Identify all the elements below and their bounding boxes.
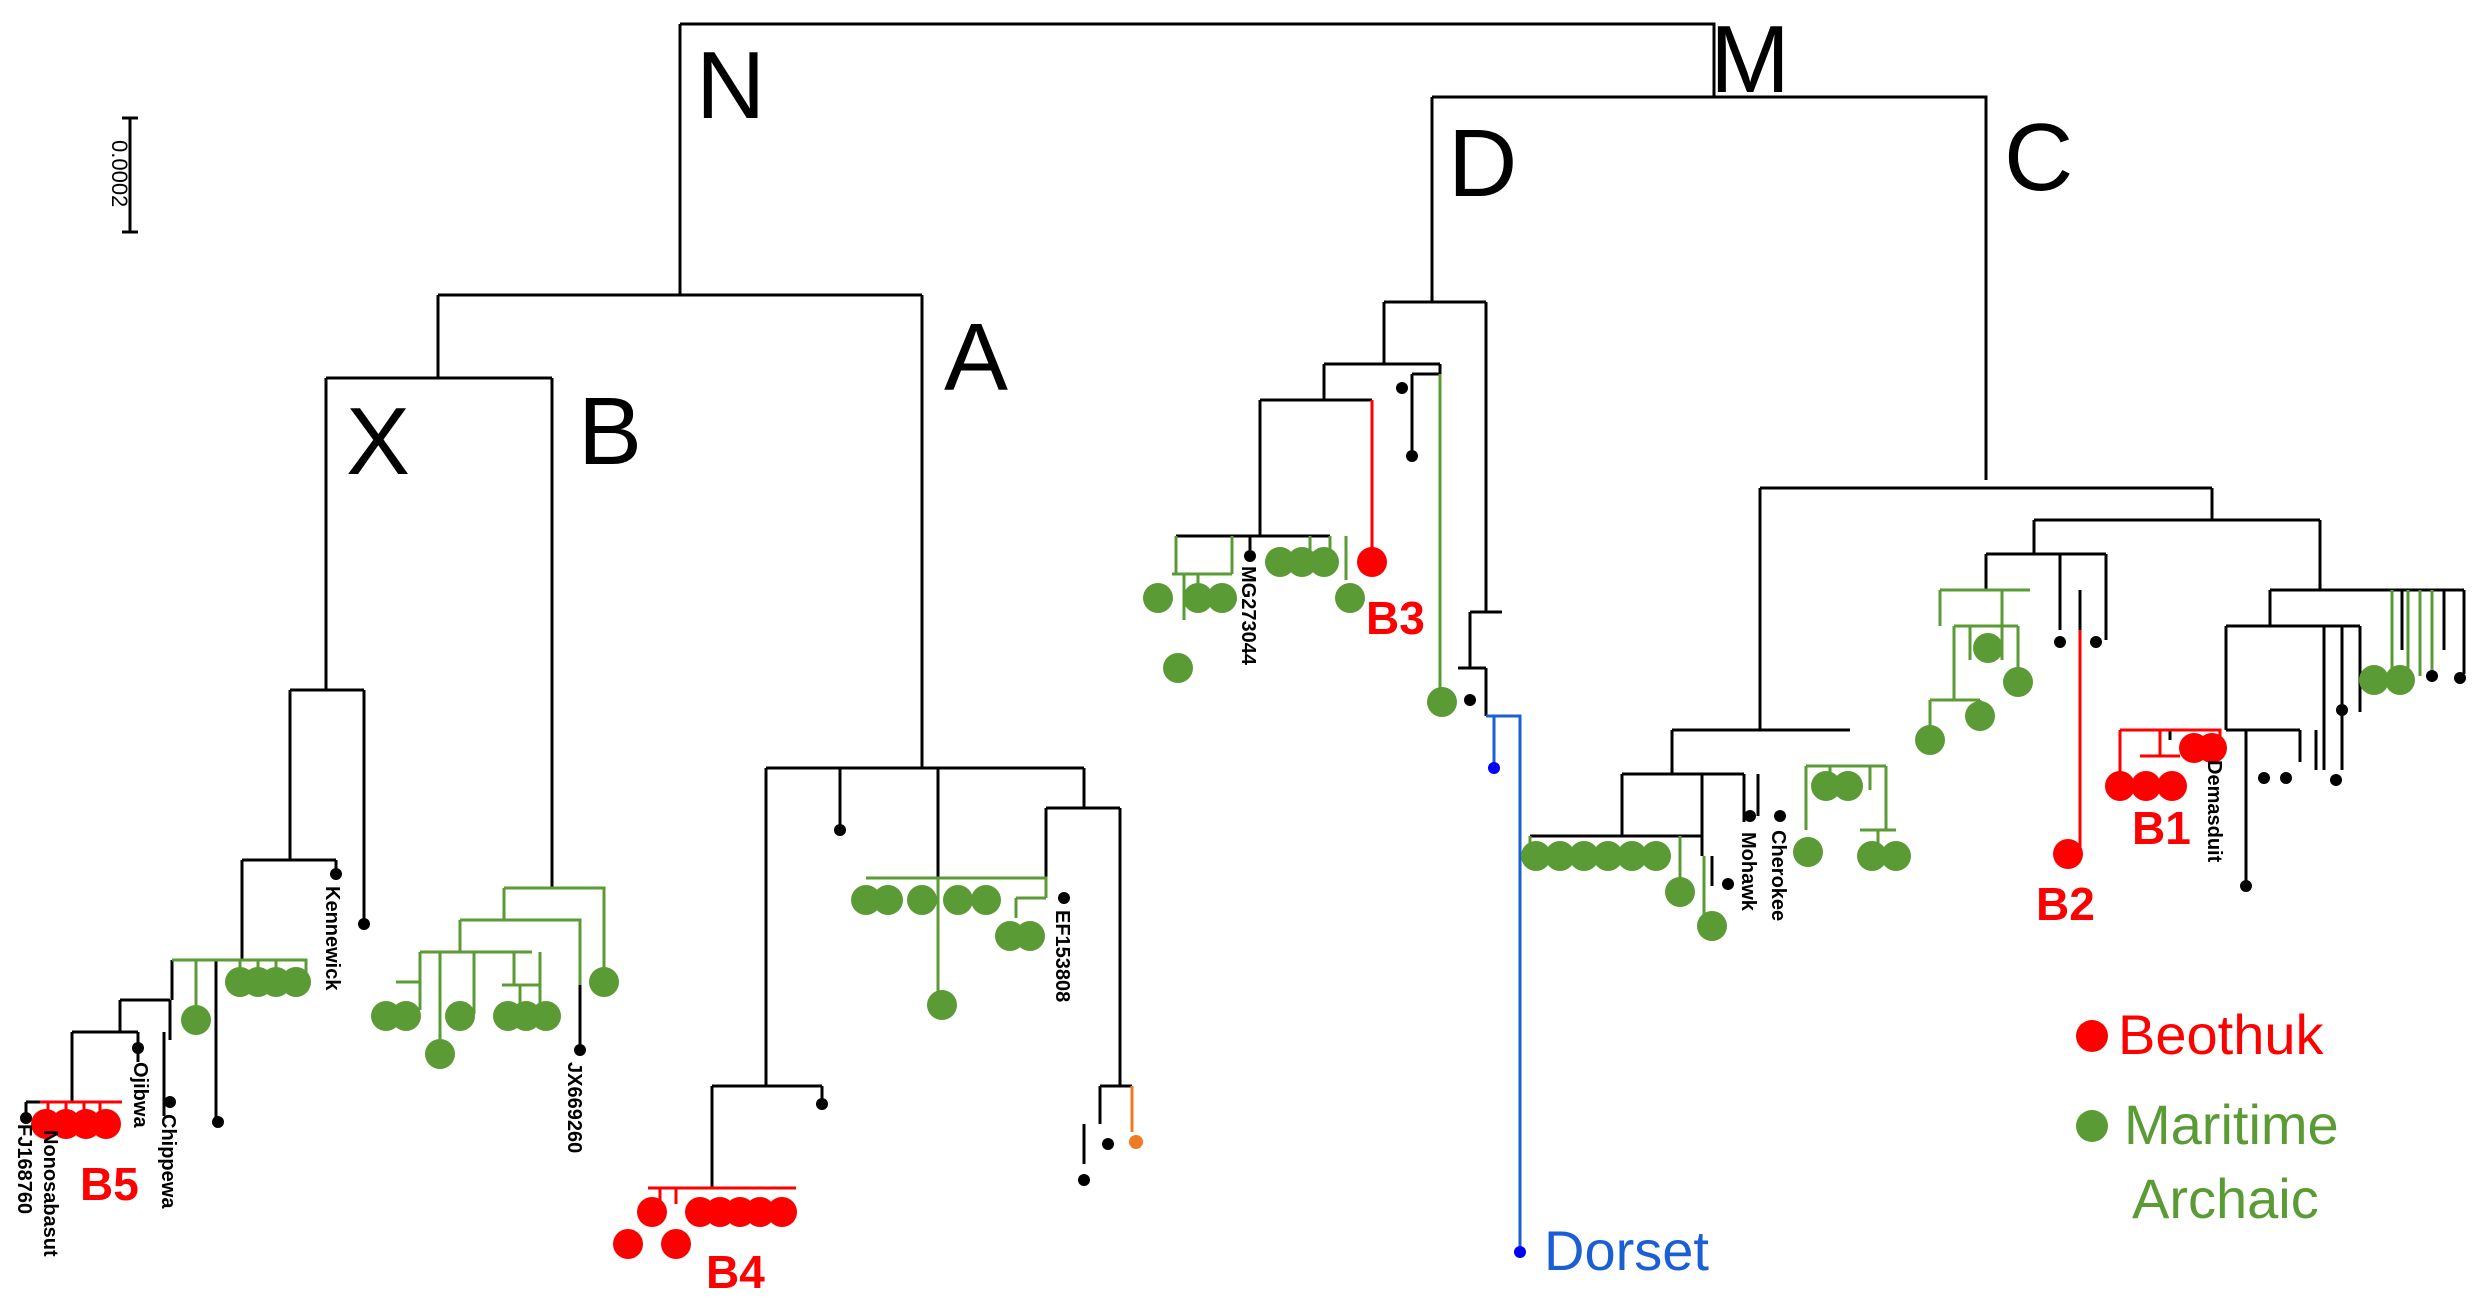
clade-x-tips bbox=[20, 868, 370, 1139]
subclade-b3-label: B3 bbox=[1366, 592, 1425, 644]
subclade-b4-label: B4 bbox=[706, 1246, 765, 1298]
sample-kennewick-label: Kennewick bbox=[321, 886, 343, 991]
haplogroup-labels: N M D C X B A bbox=[346, 6, 2073, 495]
sample-cherokee-label: Cherokee bbox=[1767, 830, 1789, 921]
beothuk-legend-marker bbox=[2076, 1020, 2108, 1052]
maritime-legend-marker bbox=[2076, 1110, 2108, 1142]
haplogroup-c-label: C bbox=[2004, 104, 2073, 211]
subclade-labels: B1 B2 B3 B4 B5 bbox=[80, 592, 2191, 1298]
haplogroup-x-label: X bbox=[346, 388, 410, 495]
backbone-branches bbox=[324, 22, 1988, 888]
sample-fj168760-label: FJ168760 bbox=[13, 1124, 35, 1214]
scale-bar-label: 0.0002 bbox=[107, 140, 132, 207]
clade-b-tips bbox=[371, 967, 619, 1069]
clade-d bbox=[1172, 293, 1522, 1252]
subclade-b1-label: B1 bbox=[2132, 802, 2191, 854]
sample-ojibwa-label: Ojibwa bbox=[129, 1062, 151, 1128]
clade-c-tips bbox=[1521, 633, 2466, 941]
legend: Beothuk Maritime Archaic Dorset bbox=[1544, 1003, 2339, 1282]
haplogroup-d-label: D bbox=[1448, 110, 1517, 217]
sample-chippewa-label: Chippewa bbox=[157, 1114, 179, 1209]
sample-jx669260-label: JX669260 bbox=[563, 1062, 585, 1153]
legend-beothuk-label: Beothuk bbox=[2118, 1003, 2324, 1066]
sample-mohawk-label: Mohawk bbox=[1737, 832, 1759, 912]
clade-x bbox=[24, 688, 366, 1122]
subclade-b2-label: B2 bbox=[2036, 878, 2095, 930]
legend-dorset-label: Dorset bbox=[1544, 1219, 1709, 1282]
haplogroup-n-label: N bbox=[696, 32, 765, 139]
sample-demasduit-label: Demasduit bbox=[2203, 760, 2225, 863]
clade-a bbox=[648, 766, 1134, 1214]
clade-a-tips bbox=[613, 824, 1143, 1259]
sample-ef153808-label: EF153808 bbox=[1051, 910, 1073, 1002]
subclade-b5-label: B5 bbox=[80, 1158, 139, 1210]
haplogroup-b-label: B bbox=[578, 378, 642, 485]
haplogroup-m-label: M bbox=[1710, 6, 1790, 113]
sample-labels: Kennewick Ojibwa Chippewa Nonosabasut FJ… bbox=[13, 566, 2225, 1257]
legend-maritime-label-line1: Maritime bbox=[2124, 1093, 2339, 1156]
clade-d-tips bbox=[1143, 382, 1526, 1258]
scale-bar: 0.0002 bbox=[107, 116, 138, 234]
sample-nonosabasut-label: Nonosabasut bbox=[39, 1130, 61, 1257]
clade-b bbox=[396, 886, 606, 1060]
sample-mg273044-label: MG273044 bbox=[1237, 566, 1259, 666]
legend-maritime-label-line2: Archaic bbox=[2132, 1167, 2319, 1230]
haplogroup-a-label: A bbox=[944, 304, 1008, 411]
